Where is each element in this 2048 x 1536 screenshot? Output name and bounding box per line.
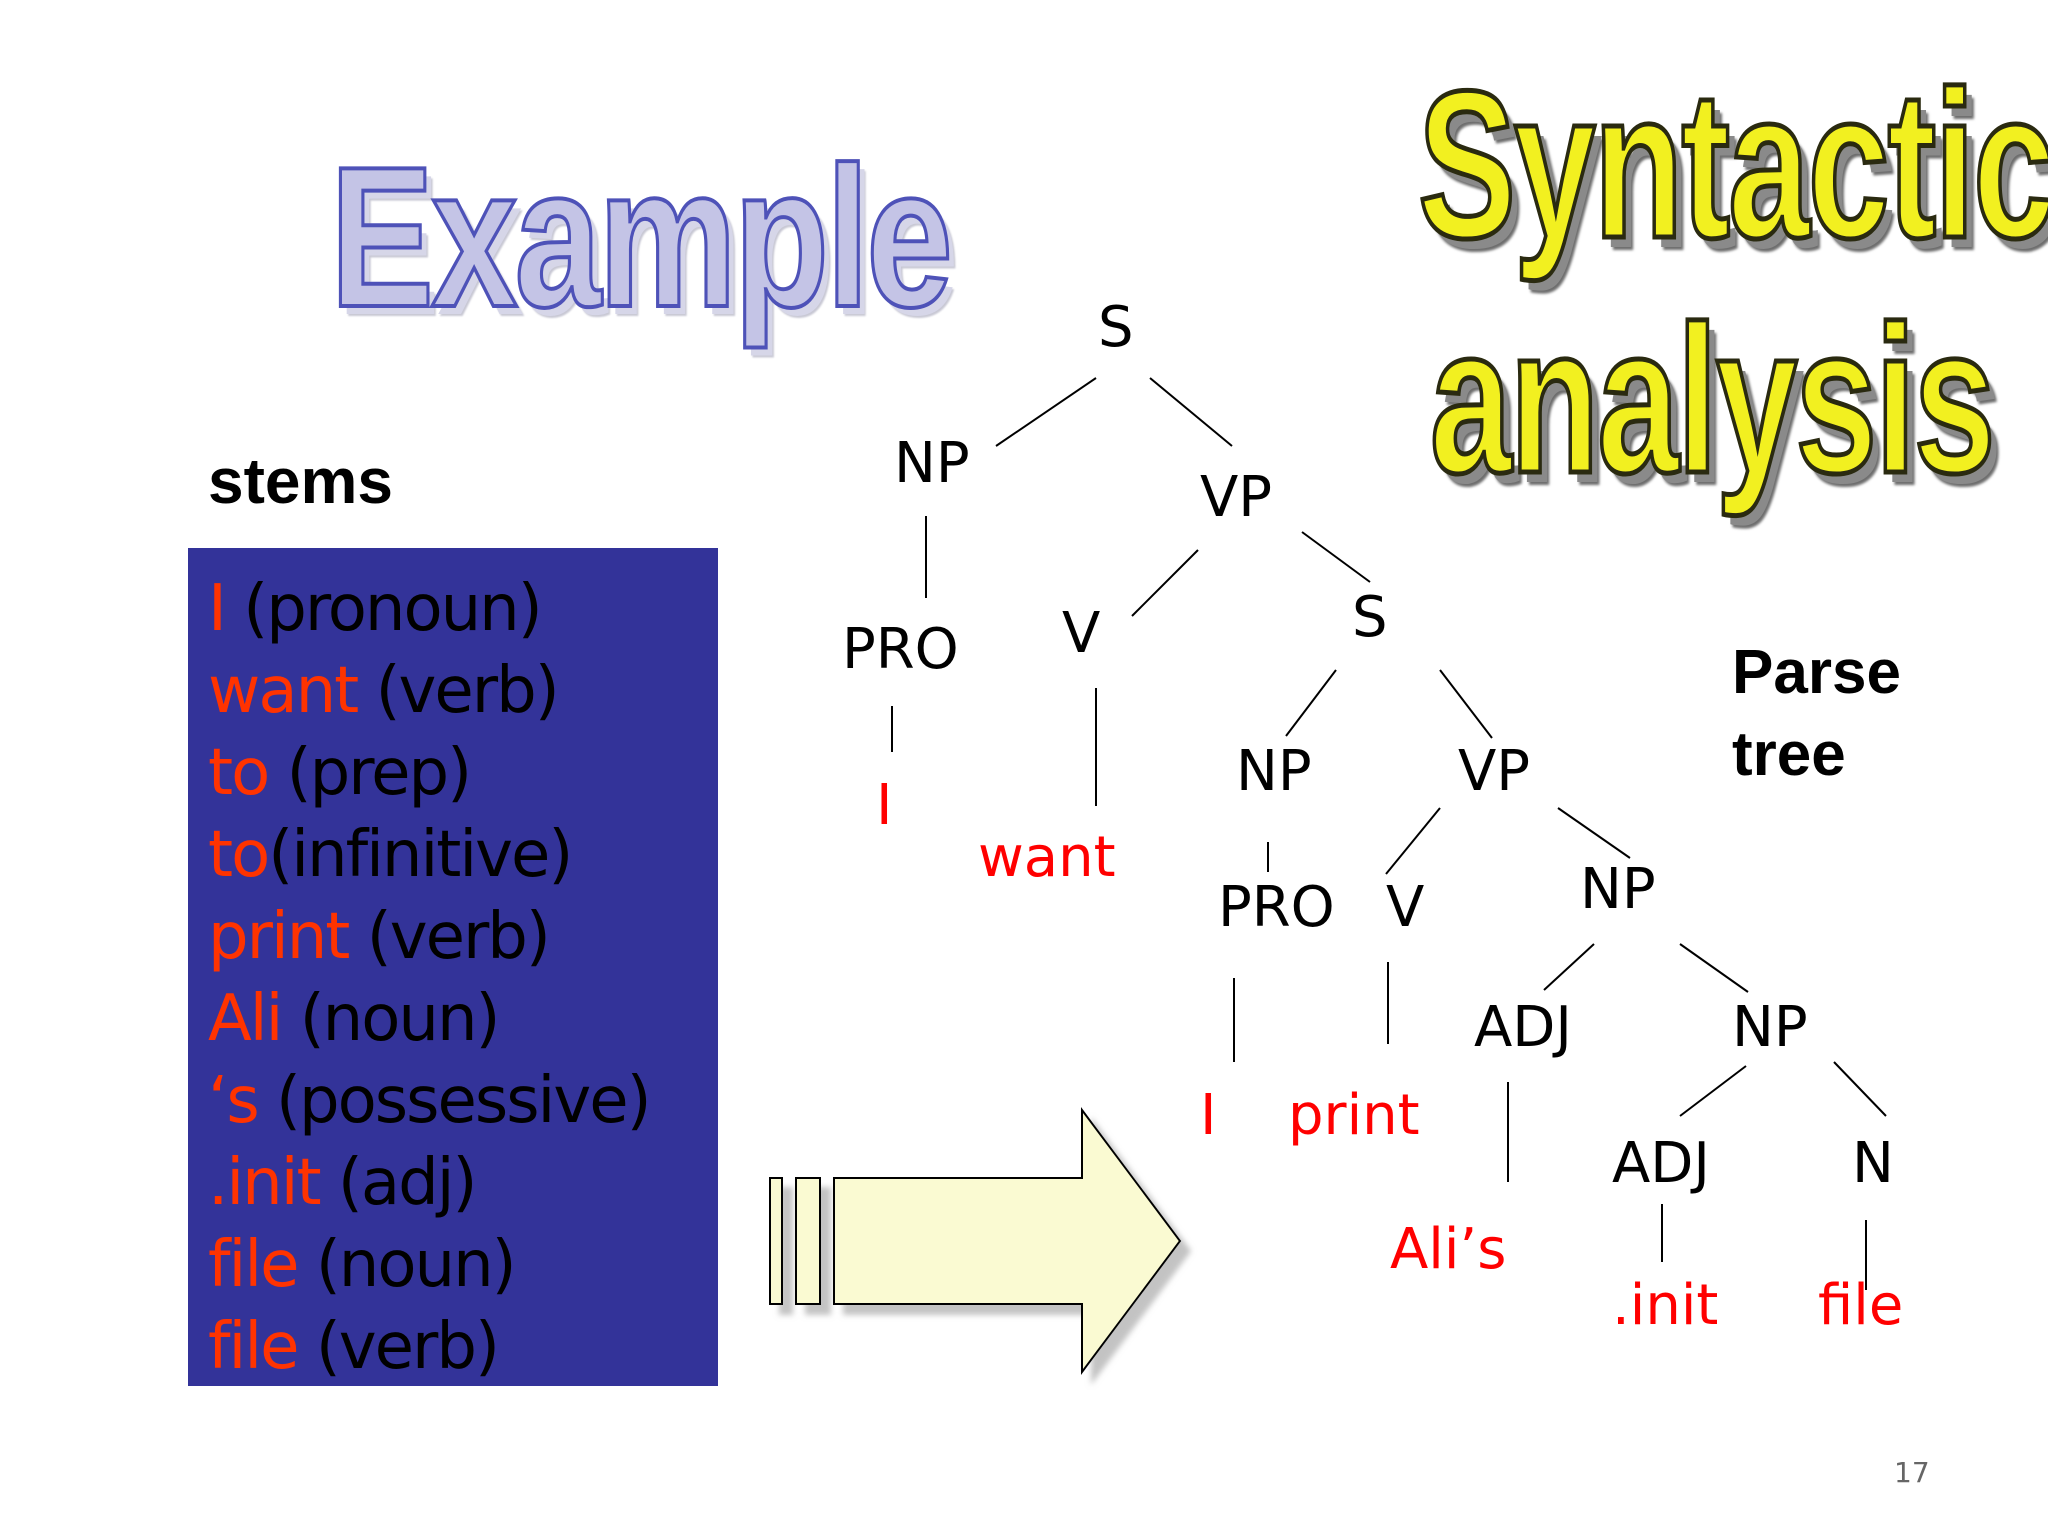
tree-node-vp: VP (1200, 465, 1273, 530)
stem-word: .init (208, 1146, 322, 1220)
tree-edge (1301, 531, 1371, 583)
tree-edge (1679, 1065, 1747, 1117)
tree-node-np: NP (1580, 857, 1656, 922)
tree-leaf-word: .init (1612, 1273, 1719, 1338)
tree-edge (1131, 549, 1199, 617)
parse-tree-label-line2: tree (1732, 720, 1846, 789)
stem-row: Ali (noun) (208, 978, 718, 1060)
tree-edge (1439, 669, 1493, 739)
arrow-tail-bar (795, 1177, 821, 1305)
syntactic-title-line2: analysis (1428, 282, 1997, 517)
stem-pos: (verb) (297, 1310, 500, 1384)
stem-row: ‘s (possessive) (208, 1060, 718, 1142)
stem-pos: (verb) (348, 900, 551, 974)
stem-row: file (verb) (208, 1306, 718, 1388)
tree-edge (1149, 377, 1233, 447)
stem-pos: (prep) (268, 736, 472, 810)
tree-node-np: NP (1236, 739, 1312, 804)
stem-pos: (noun) (297, 1228, 517, 1302)
stem-row: file (noun) (208, 1224, 718, 1306)
stems-label: stems (208, 445, 393, 517)
stem-row: I (pronoun) (208, 568, 718, 650)
stem-pos: (noun) (281, 982, 501, 1056)
tree-node-np: NP (894, 431, 970, 496)
stem-word: Ali (208, 982, 283, 1056)
stem-row: want (verb) (208, 650, 718, 732)
tree-edge (1543, 943, 1595, 991)
tree-node-v: V (1386, 875, 1425, 940)
stem-word: to (208, 736, 270, 810)
stem-row: print (verb) (208, 896, 718, 978)
stem-word: to (208, 818, 270, 892)
tree-node-np: NP (1732, 995, 1808, 1060)
stem-word: want (208, 654, 359, 728)
tree-leaf-word: file (1818, 1273, 1904, 1338)
tree-edge (1285, 669, 1337, 737)
tree-node-adj: ADJ (1612, 1131, 1710, 1196)
parse-tree-label-line1: Parse (1732, 638, 1901, 707)
tree-leaf-word: Ali’s (1390, 1217, 1507, 1282)
tree-edge (1833, 1061, 1887, 1117)
tree-leaf-word: print (1288, 1083, 1420, 1148)
syntactic-title-line1: Syntactic (1416, 47, 2048, 282)
tree-node-adj: ADJ (1474, 995, 1572, 1060)
stem-word: file (208, 1310, 299, 1384)
stem-word: I (208, 572, 227, 646)
tree-edge (1385, 807, 1441, 875)
tree-node-vp: VP (1458, 739, 1531, 804)
stem-word: print (208, 900, 350, 974)
arrow-body (833, 1106, 1182, 1376)
tree-edge (1557, 807, 1631, 859)
tree-leaf-word: I (1200, 1083, 1217, 1148)
stem-pos: (pronoun) (224, 572, 542, 646)
stem-pos: (possessive) (257, 1064, 651, 1138)
stem-word: file (208, 1228, 299, 1302)
tree-node-pro: PRO (1218, 875, 1335, 940)
right-arrow-icon (769, 1106, 1182, 1376)
tree-node-n: N (1852, 1131, 1894, 1196)
tree-leaf-word: I (876, 773, 893, 838)
arrow-tail-bar (769, 1177, 783, 1305)
parse-tree-label: Parse tree (1732, 632, 1901, 796)
example-title: Example (328, 126, 954, 349)
tree-node-s: S (1098, 295, 1134, 360)
stem-pos: (infinitive) (268, 818, 573, 892)
stem-pos: (verb) (357, 654, 560, 728)
tree-edge (995, 377, 1097, 447)
stem-row: to (prep) (208, 732, 718, 814)
tree-node-s: S (1352, 585, 1388, 650)
tree-node-v: V (1062, 601, 1101, 666)
tree-node-pro: PRO (842, 617, 959, 682)
tree-edge (1679, 943, 1749, 993)
stem-word: ‘s (208, 1064, 260, 1138)
stem-pos: (adj) (319, 1146, 478, 1220)
tree-leaf-word: want (978, 825, 1116, 890)
stem-row: to(infinitive) (208, 814, 718, 896)
stem-row: .init (adj) (208, 1142, 718, 1224)
stems-list-box: I (pronoun) want (verb) to (prep) to(inf… (188, 548, 718, 1386)
page-number: 17 (1894, 1456, 1930, 1489)
